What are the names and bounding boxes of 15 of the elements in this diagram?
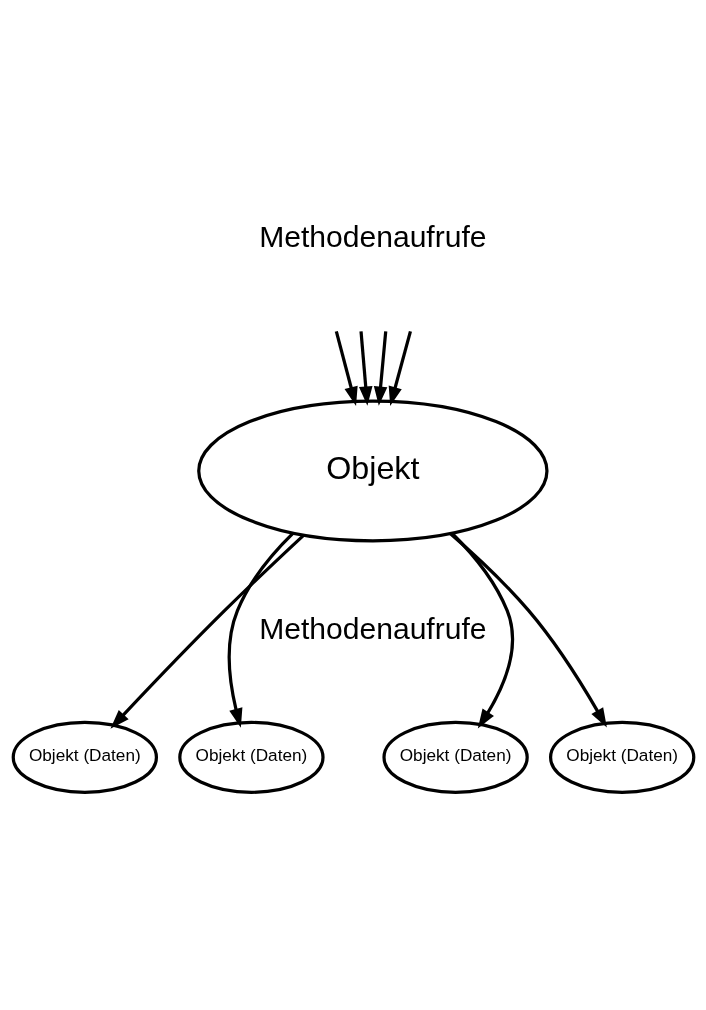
arrow (109, 533, 305, 729)
arrow (227, 531, 294, 728)
arrow (373, 330, 387, 406)
arrow (450, 531, 514, 729)
node-ellipse: Objekt (196, 399, 549, 542)
node-ellipse: Objekt (Daten) (177, 720, 325, 794)
node-ellipse: Objekt (Daten) (381, 720, 529, 794)
arrow (358, 330, 372, 406)
arrow (388, 330, 412, 406)
arrow (448, 532, 607, 728)
arrow (334, 330, 358, 406)
label: Methodenaufrufe (258, 219, 487, 253)
node-ellipse: Objekt (Daten) (548, 720, 695, 794)
label: Methodenaufrufe (258, 611, 487, 645)
node-ellipse: Objekt (Daten) (11, 720, 158, 794)
